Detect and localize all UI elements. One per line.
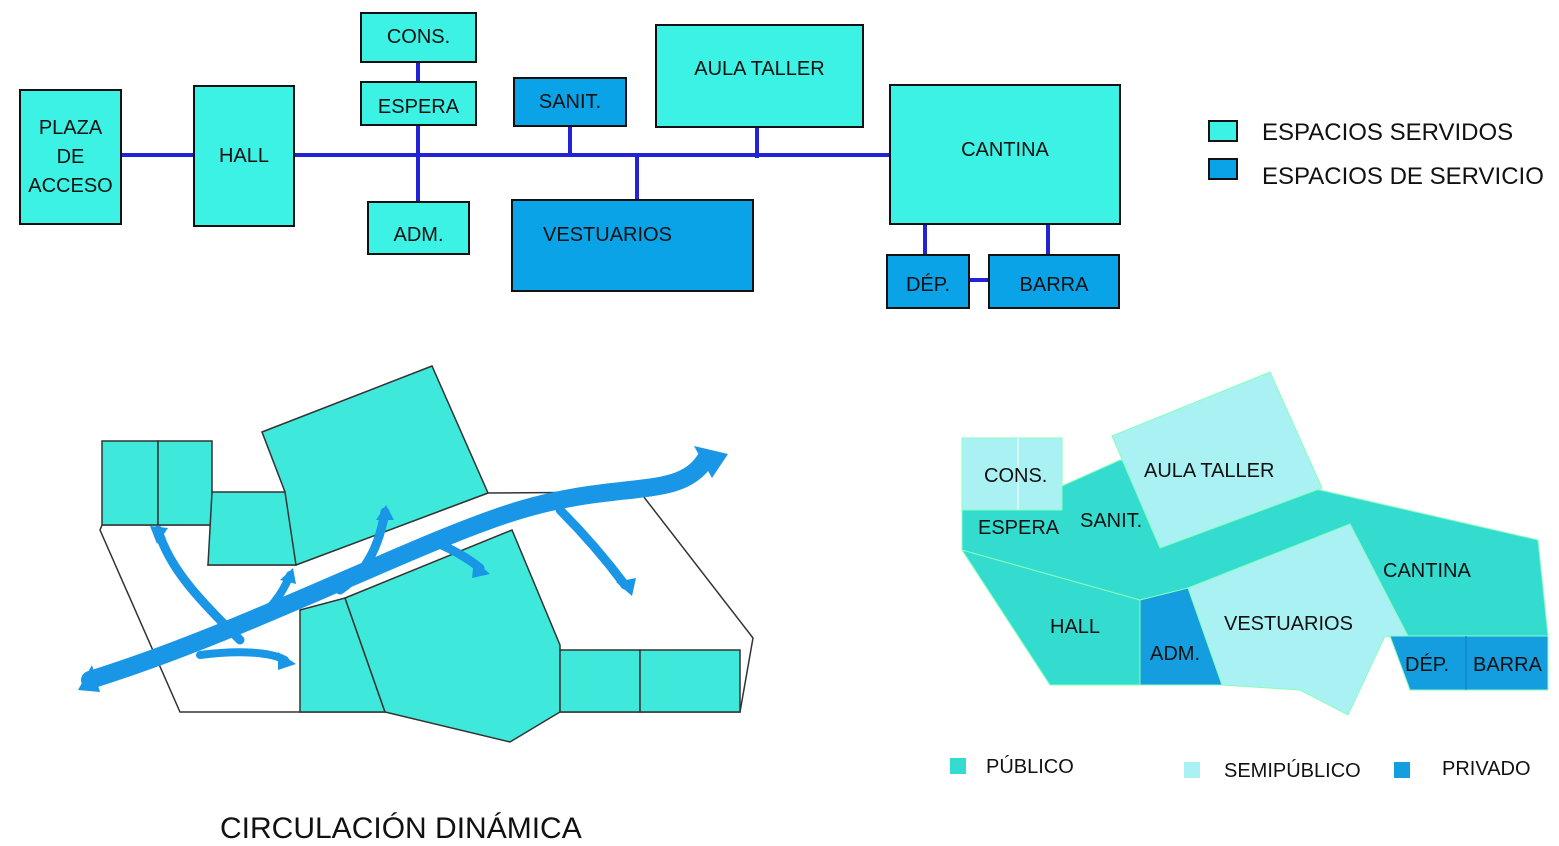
node-cantina: CANTINA xyxy=(889,84,1121,225)
arrowhead-6 xyxy=(616,578,636,596)
node-barra-label: BARRA xyxy=(1019,274,1089,296)
circ-block-low-4 xyxy=(639,649,741,713)
zone-dep-barra xyxy=(1389,635,1549,691)
arrowhead-main xyxy=(694,446,728,478)
zone-label-cons: CONS. xyxy=(984,465,1048,487)
arrowhead-5 xyxy=(472,560,490,578)
circulation-arrowheads xyxy=(78,446,728,692)
circ-cell-1 xyxy=(101,440,159,526)
zone-label-dep: DÉP. xyxy=(1405,654,1450,676)
node-hall: HALL xyxy=(193,85,295,227)
node-sanit: SANIT. xyxy=(513,77,627,127)
zone-label-hall: HALL xyxy=(1050,616,1101,638)
legend-semipublico-swatch xyxy=(1184,762,1200,778)
legend-semipublico-label: SEMIPÚBLICO xyxy=(1224,760,1361,782)
node-vestuarios: VESTUARIOS xyxy=(511,199,754,292)
zone-label-cantina: CANTINA xyxy=(1383,560,1471,582)
legend-service-label: ESPACIOS DE SERVICIO xyxy=(1262,163,1544,190)
zone-vestuarios xyxy=(1187,523,1411,716)
node-dep: DÉP. xyxy=(886,254,970,309)
zone-aula-taller xyxy=(1111,371,1323,549)
node-sanit-label: SANIT. xyxy=(538,90,602,113)
arrowhead-start xyxy=(78,665,100,692)
zone-label-barra: BARRA xyxy=(1473,654,1542,676)
circulation-flow xyxy=(81,451,714,689)
legend-service-swatch xyxy=(1208,158,1238,180)
main-flow-path xyxy=(81,451,714,689)
node-vestuarios-label: VESTUARIOS xyxy=(543,224,672,246)
arrowhead-1 xyxy=(150,526,168,544)
branch-flow-4 xyxy=(335,507,390,595)
zone-cons xyxy=(961,437,1063,511)
node-adm-label: ADM. xyxy=(393,223,444,246)
node-plaza-label: PLAZA DE ACCESO xyxy=(28,116,113,197)
arrowhead-3 xyxy=(280,568,296,584)
legend-publico-swatch xyxy=(950,758,966,774)
legend-served-label: ESPACIOS SERVIDOS xyxy=(1262,119,1514,146)
node-aula-taller-label: AULA TALLER xyxy=(694,57,825,80)
node-adm: ADM. xyxy=(367,201,470,255)
legend-privado-swatch xyxy=(1394,762,1410,778)
zone-label-espera: ESPERA xyxy=(978,517,1060,539)
zone-label-aula-taller: AULA TALLER xyxy=(1144,460,1275,482)
circ-block-low-3 xyxy=(559,649,641,713)
zone-adm xyxy=(1139,587,1223,686)
zone-label-sanit: SANIT. xyxy=(1080,510,1143,532)
branch-flow-6 xyxy=(555,505,630,590)
node-plaza-acceso: PLAZA DE ACCESO xyxy=(19,89,122,225)
node-hall-label: HALL xyxy=(218,144,270,167)
node-cons-label: CONS. xyxy=(386,26,451,48)
circulation-caption: CIRCULACIÓN DINÁMICA xyxy=(220,812,582,845)
circ-block-top xyxy=(261,365,490,567)
node-barra: BARRA xyxy=(988,254,1120,309)
arrowhead-4 xyxy=(376,505,394,520)
branch-flow-1 xyxy=(153,525,245,645)
zone-label-vestuarios: VESTUARIOS xyxy=(1224,613,1353,635)
legend-privado-label: PRIVADO xyxy=(1442,758,1531,780)
zone-label-adm: ADM. xyxy=(1150,643,1200,665)
node-dep-label: DÉP. xyxy=(905,274,951,296)
node-espera: ESPERA xyxy=(360,81,477,126)
legend-served-swatch xyxy=(1208,120,1238,142)
node-aula-taller: AULA TALLER xyxy=(655,24,864,128)
node-cons: CONS. xyxy=(360,12,477,63)
node-cantina-label: CANTINA xyxy=(961,139,1049,161)
legend-publico-label: PÚBLICO xyxy=(986,756,1074,778)
arrowhead-2 xyxy=(278,652,296,670)
node-espera-label: ESPERA xyxy=(377,96,460,118)
circ-cell-2 xyxy=(157,440,213,526)
